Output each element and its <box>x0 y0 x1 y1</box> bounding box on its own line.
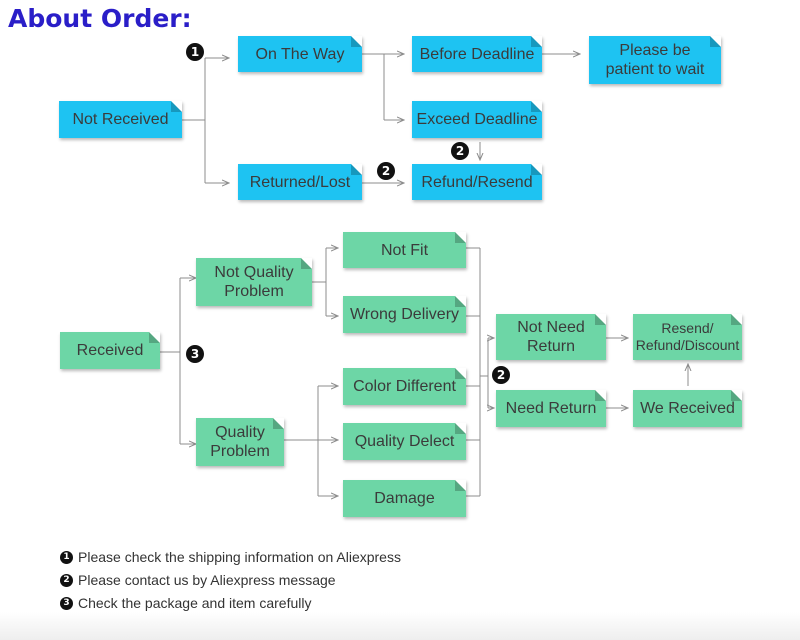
node-need-return: Need Return <box>496 390 606 427</box>
node-we-received: We Received <box>633 390 742 427</box>
note-marker-1: 1 <box>60 550 73 564</box>
node-exceed-deadline: Exceed Deadline <box>412 101 542 138</box>
step-marker-2: 2 <box>377 162 395 180</box>
node-resend-refund-discount: Resend/ Refund/Discount <box>633 314 742 360</box>
node-damage: Damage <box>343 480 466 517</box>
note-marker-2: 2 <box>60 573 73 587</box>
node-not-need-return: Not Need Return <box>496 314 606 360</box>
step-marker-3: 3 <box>186 345 204 363</box>
node-please-be-patient: Please be patient to wait <box>589 36 721 84</box>
note-3: 3 Check the package and item carefully <box>60 595 311 611</box>
node-refund-resend: Refund/Resend <box>412 164 542 200</box>
node-not-received: Not Received <box>59 101 182 138</box>
node-not-fit: Not Fit <box>343 232 466 268</box>
footer-band <box>0 612 800 640</box>
node-before-deadline: Before Deadline <box>412 36 542 72</box>
note-1: 1 Please check the shipping information … <box>60 549 401 565</box>
node-on-the-way: On The Way <box>238 36 362 72</box>
node-color-different: Color Different <box>343 368 466 405</box>
step-marker-1: 1 <box>186 43 204 61</box>
note-text-3: Check the package and item carefully <box>78 595 312 611</box>
node-quality-problem: Quality Problem <box>196 418 284 466</box>
node-quality-defect: Quality Delect <box>343 423 466 460</box>
node-not-quality-problem: Not Quality Problem <box>196 258 312 306</box>
step-marker-2: 2 <box>492 366 510 384</box>
step-marker-2: 2 <box>451 142 469 160</box>
node-wrong-delivery: Wrong Delivery <box>343 296 466 333</box>
node-received: Received <box>60 332 160 369</box>
note-2: 2 Please contact us by Aliexpress messag… <box>60 572 336 588</box>
node-returned-lost: Returned/Lost <box>238 164 362 200</box>
page-title: About Order: <box>8 4 192 33</box>
note-text-1: Please check the shipping information on… <box>78 549 401 565</box>
note-text-2: Please contact us by Aliexpress message <box>78 572 336 588</box>
note-marker-3: 3 <box>60 596 73 610</box>
